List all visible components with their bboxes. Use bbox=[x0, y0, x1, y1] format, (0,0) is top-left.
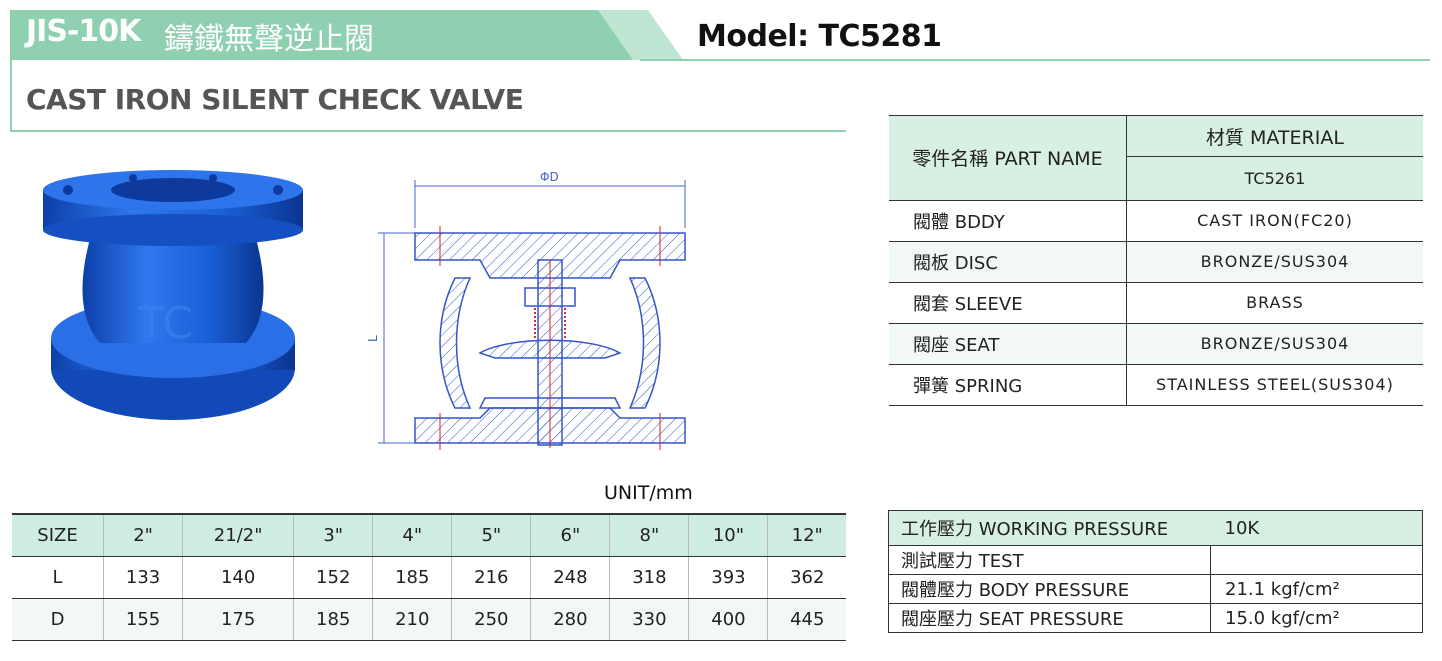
size-col-header: 12" bbox=[767, 513, 846, 557]
svg-text:TC: TC bbox=[137, 298, 193, 349]
size-col-header: 5" bbox=[451, 513, 531, 557]
pressure-value bbox=[1210, 545, 1423, 575]
dimension-cell: 175 bbox=[182, 598, 294, 641]
unit-label: UNIT/mm bbox=[604, 482, 693, 504]
dimension-cell: 280 bbox=[530, 598, 610, 641]
parts-material-table: 零件名稱 PART NAME 材質 MATERIAL TC5261 閥體 BDD… bbox=[889, 116, 1423, 406]
title-banner bbox=[10, 10, 635, 60]
pressure-value: 10K bbox=[1210, 510, 1423, 546]
dimension-cell: 152 bbox=[293, 556, 373, 599]
parts-row: 閥體 BDDY CAST IRON(FC20) bbox=[889, 200, 1423, 242]
pressure-table: 工作壓力 WORKING PRESSURE 10K 測試壓力 TEST 閥體壓力… bbox=[888, 510, 1423, 633]
dimension-row-d: D 155 175 185 210 250 280 330 400 445 bbox=[12, 598, 846, 641]
valve-product-photo: TC bbox=[43, 170, 303, 420]
dimension-header-row: SIZE 2" 21/2" 3" 4" 5" 6" 8" 10" 12" bbox=[12, 513, 846, 557]
part-name-cell: 閥套 SLEEVE bbox=[889, 282, 1127, 324]
material-cell: BRONZE/SUS304 bbox=[1125, 323, 1423, 365]
dimension-cell: 250 bbox=[451, 598, 531, 641]
parts-row: 閥套 SLEEVE BRASS bbox=[889, 282, 1423, 324]
pressure-value: 15.0 kgf/cm² bbox=[1210, 603, 1423, 633]
pressure-label: 測試壓力 TEST bbox=[888, 545, 1211, 575]
dimension-cell: 318 bbox=[609, 556, 689, 599]
row-label: L bbox=[12, 556, 104, 599]
part-name-cell: 閥體 BDDY bbox=[889, 200, 1127, 242]
pressure-label: 閥體壓力 BODY PRESSURE bbox=[888, 574, 1211, 604]
pressure-label: 閥座壓力 SEAT PRESSURE bbox=[888, 603, 1211, 633]
dimension-table: SIZE 2" 21/2" 3" 4" 5" 6" 8" 10" 12" L 1… bbox=[12, 513, 846, 641]
diameter-label: ΦD bbox=[540, 170, 559, 184]
size-header: SIZE bbox=[12, 513, 104, 557]
material-cell: STAINLESS STEEL(SUS304) bbox=[1125, 364, 1423, 406]
material-cell: BRONZE/SUS304 bbox=[1125, 241, 1423, 283]
part-name-cell: 閥板 DISC bbox=[889, 241, 1127, 283]
header-rule bbox=[640, 59, 1430, 61]
row-label: D bbox=[12, 598, 104, 641]
dimension-cell: 248 bbox=[530, 556, 610, 599]
material-cell: CAST IRON(FC20) bbox=[1125, 200, 1423, 242]
part-name-cell: 彈簧 SPRING bbox=[889, 364, 1127, 406]
pressure-row: 測試壓力 TEST bbox=[888, 545, 1423, 575]
pressure-label: 工作壓力 WORKING PRESSURE bbox=[888, 510, 1211, 546]
size-col-header: 4" bbox=[372, 513, 452, 557]
pressure-row: 閥體壓力 BODY PRESSURE 21.1 kgf/cm² bbox=[888, 574, 1423, 604]
dimension-cell: 362 bbox=[767, 556, 846, 599]
dimension-cell: 185 bbox=[372, 556, 452, 599]
pressure-row: 閥座壓力 SEAT PRESSURE 15.0 kgf/cm² bbox=[888, 603, 1423, 633]
english-title: CAST IRON SILENT CHECK VALVE bbox=[26, 83, 524, 116]
length-label: L bbox=[366, 335, 380, 342]
dimension-row-l: L 133 140 152 185 216 248 318 393 362 bbox=[12, 556, 846, 599]
banner-background bbox=[10, 10, 635, 60]
material-header: 材質 MATERIAL bbox=[1125, 116, 1423, 158]
size-col-header: 10" bbox=[688, 513, 768, 557]
frame-left-rule bbox=[10, 60, 12, 132]
material-model-header: TC5261 bbox=[1125, 156, 1423, 201]
dimension-cell: 400 bbox=[688, 598, 768, 641]
part-name-header: 零件名稱 PART NAME bbox=[889, 116, 1127, 201]
dimension-cell: 133 bbox=[103, 556, 183, 599]
part-name-cell: 閥座 SEAT bbox=[889, 323, 1127, 365]
material-cell: BRASS bbox=[1125, 282, 1423, 324]
valve-section-drawing: ΦD L bbox=[366, 170, 686, 450]
chinese-title: 鑄鐵無聲逆止閥 bbox=[164, 22, 374, 57]
standard-label: JIS-10K bbox=[26, 14, 141, 49]
dimension-cell: 216 bbox=[451, 556, 531, 599]
parts-row: 彈簧 SPRING STAINLESS STEEL(SUS304) bbox=[889, 364, 1423, 406]
parts-row: 閥板 DISC BRONZE/SUS304 bbox=[889, 241, 1423, 283]
dimension-cell: 445 bbox=[767, 598, 846, 641]
pressure-value: 21.1 kgf/cm² bbox=[1210, 574, 1423, 604]
dimension-cell: 185 bbox=[293, 598, 373, 641]
size-col-header: 21/2" bbox=[182, 513, 294, 557]
size-col-header: 6" bbox=[530, 513, 610, 557]
dimension-cell: 210 bbox=[372, 598, 452, 641]
frame-bottom-rule bbox=[10, 130, 846, 132]
dimension-cell: 393 bbox=[688, 556, 768, 599]
size-col-header: 3" bbox=[293, 513, 373, 557]
dimension-cell: 140 bbox=[182, 556, 294, 599]
model-number: Model: TC5281 bbox=[697, 19, 942, 54]
pressure-row: 工作壓力 WORKING PRESSURE 10K bbox=[888, 510, 1423, 546]
size-col-header: 8" bbox=[609, 513, 689, 557]
dimension-cell: 330 bbox=[609, 598, 689, 641]
parts-row: 閥座 SEAT BRONZE/SUS304 bbox=[889, 323, 1423, 365]
dimension-cell: 155 bbox=[103, 598, 183, 641]
size-col-header: 2" bbox=[103, 513, 183, 557]
